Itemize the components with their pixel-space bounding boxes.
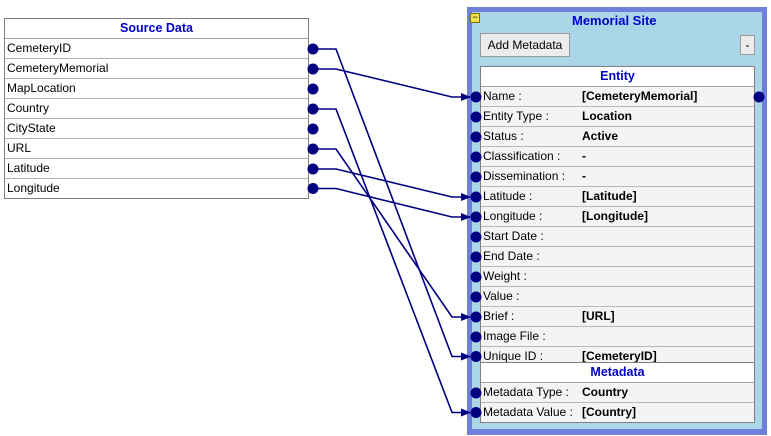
mapping-connector[interactable] [318, 168, 471, 201]
entity-field-value: [Latitude] [582, 189, 637, 203]
source-data-title: Source Data [5, 19, 308, 39]
entity-panel: Entity Name : [CemeteryMemorial] Entity Ty… [480, 66, 755, 367]
target-port-icon[interactable] [470, 331, 482, 343]
target-port-icon[interactable] [470, 111, 482, 123]
entity-field-label: Longitude : [483, 209, 543, 223]
source-port-icon[interactable] [307, 163, 319, 175]
metadata-field-value: Country [582, 385, 628, 399]
entity-field-label: Brief : [483, 309, 515, 323]
metadata-field-row[interactable]: Metadata Type : Country [481, 383, 754, 403]
target-port-icon[interactable] [470, 387, 482, 399]
entity-field-label: Status : [483, 129, 524, 143]
entity-field-row[interactable]: Unique ID : [CemeteryID] [481, 347, 754, 366]
entity-field-label: End Date : [483, 249, 540, 263]
source-field-country[interactable]: Country [5, 99, 308, 119]
source-port-icon[interactable] [307, 63, 319, 75]
mapping-connector[interactable] [318, 187, 471, 221]
target-port-icon[interactable] [470, 351, 482, 362]
entity-field-row[interactable]: Status : Active [481, 127, 754, 147]
entity-field-value: Active [582, 129, 619, 143]
entity-field-row[interactable]: End Date : [481, 247, 754, 267]
entity-field-label: Name : [483, 89, 522, 103]
entity-field-value: - [582, 169, 586, 183]
output-port-icon[interactable] [753, 91, 765, 103]
target-port-icon[interactable] [470, 131, 482, 143]
entity-field-value: [URL] [582, 309, 615, 323]
add-metadata-button[interactable]: Add Metadata [480, 33, 570, 57]
metadata-title: Metadata [481, 363, 754, 383]
entity-field-label: Weight : [483, 269, 527, 283]
target-port-icon[interactable] [470, 191, 482, 203]
memorial-site-container: − Memorial Site Add Metadata - Entity Na… [467, 7, 767, 435]
entity-field-value: Location [582, 109, 632, 123]
target-port-icon[interactable] [470, 271, 482, 283]
target-port-icon[interactable] [470, 251, 482, 263]
entity-field-row[interactable]: Classification : - [481, 147, 754, 167]
target-port-icon[interactable] [470, 211, 482, 223]
entity-field-label: Dissemination : [483, 169, 566, 183]
entity-field-label: Image File : [483, 329, 546, 343]
entity-field-value: [CemeteryMemorial] [582, 89, 698, 103]
metadata-field-label: Metadata Value : [483, 405, 573, 419]
source-port-icon[interactable] [307, 123, 319, 135]
source-field-longitude[interactable]: Longitude [7, 181, 60, 195]
source-field-latitude[interactable]: Latitude [5, 159, 308, 179]
source-field-cemeteryid[interactable]: CemeteryID [5, 39, 308, 59]
metadata-field-label: Metadata Type : [483, 385, 569, 399]
collapse-icon[interactable]: − [470, 13, 480, 23]
memorial-site-title: Memorial Site [572, 13, 657, 28]
target-port-icon[interactable] [470, 231, 482, 243]
entity-title: Entity [481, 67, 754, 87]
metadata-field-value: [Country] [582, 405, 636, 419]
entity-field-row[interactable]: Latitude : [Latitude] [481, 187, 754, 207]
target-port-icon[interactable] [470, 311, 482, 323]
entity-field-label: Start Date : [483, 229, 544, 243]
entity-field-row[interactable]: Name : [CemeteryMemorial] [481, 87, 754, 107]
entity-field-label: Latitude : [483, 189, 533, 203]
entity-field-label: Entity Type : [483, 109, 549, 123]
metadata-field-row[interactable]: Metadata Value : [Country] [481, 403, 754, 422]
source-port-icon[interactable] [307, 183, 319, 194]
source-port-icon[interactable] [307, 43, 319, 55]
source-field-cemeterymemorial[interactable]: CemeteryMemorial [5, 59, 308, 79]
mapping-connector[interactable] [318, 148, 471, 321]
target-port-icon[interactable] [470, 91, 482, 103]
source-data-panel: Source Data CemeteryID CemeteryMemorial … [4, 18, 309, 199]
target-port-icon[interactable] [470, 171, 482, 183]
mapping-connector[interactable] [318, 68, 471, 101]
entity-field-row[interactable]: Longitude : [Longitude] [481, 207, 754, 227]
entity-field-row[interactable]: Entity Type : Location [481, 107, 754, 127]
entity-field-label: Classification : [483, 149, 561, 163]
entity-field-value: [CemeteryID] [582, 349, 657, 363]
entity-field-label: Value : [483, 289, 520, 303]
entity-field-row[interactable]: Image File : [481, 327, 754, 347]
source-field-url[interactable]: URL [5, 139, 308, 159]
entity-field-row[interactable]: Brief : [URL] [481, 307, 754, 327]
entity-field-row[interactable]: Value : [481, 287, 754, 307]
source-port-icon[interactable] [307, 143, 319, 155]
target-port-icon[interactable] [470, 151, 482, 163]
target-port-icon[interactable] [470, 407, 482, 418]
entity-field-label: Unique ID : [483, 349, 544, 363]
minimize-button[interactable]: - [740, 35, 755, 55]
target-port-icon[interactable] [470, 291, 482, 303]
entity-field-value: [Longitude] [582, 209, 648, 223]
entity-field-value: - [582, 149, 586, 163]
source-field-citystate[interactable]: CityState [5, 119, 308, 139]
entity-field-row[interactable]: Weight : [481, 267, 754, 287]
entity-field-row[interactable]: Start Date : [481, 227, 754, 247]
source-field-maplocation[interactable]: MapLocation [5, 79, 308, 99]
source-port-icon[interactable] [307, 83, 319, 95]
mapping-connector[interactable] [318, 108, 471, 417]
source-port-icon[interactable] [307, 103, 319, 115]
entity-field-row[interactable]: Dissemination : - [481, 167, 754, 187]
